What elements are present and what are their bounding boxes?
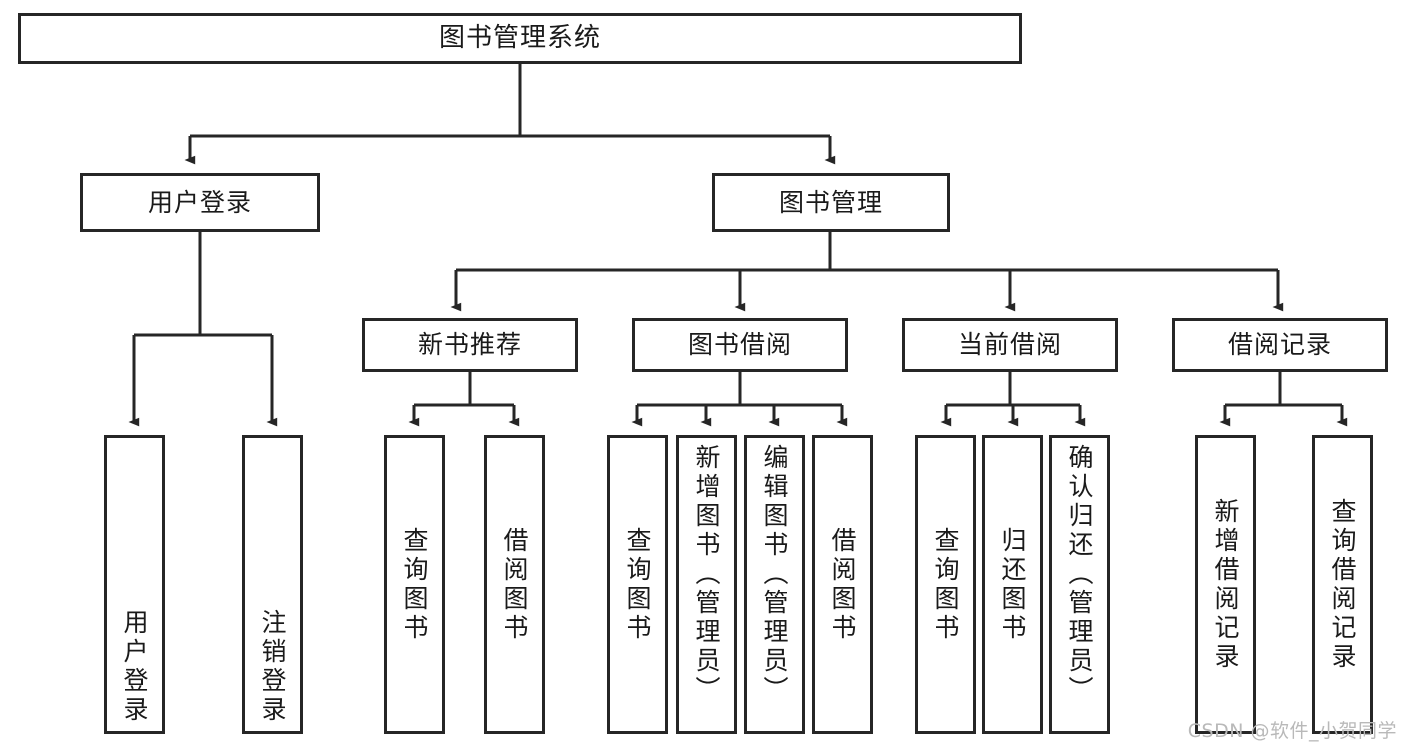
- node-label: 注销登录: [258, 609, 287, 725]
- leaf-current-borrow-0[interactable]: 查询图书: [915, 435, 976, 734]
- leaf-current-borrow-2[interactable]: 确认归还（管理员）: [1049, 435, 1110, 734]
- node-label: 借阅记录: [1227, 330, 1332, 359]
- node-label: 借阅图书: [828, 526, 857, 643]
- node-new-book-recommend[interactable]: 新书推荐: [362, 318, 578, 372]
- node-label: 新增借阅记录: [1211, 497, 1240, 672]
- node-borrow-record[interactable]: 借阅记录: [1172, 318, 1388, 372]
- node-book-management[interactable]: 图书管理: [712, 173, 950, 232]
- leaf-book-borrow-1[interactable]: 新增图书（管理员）: [676, 435, 737, 734]
- watermark-text: CSDN @软件_小贺同学: [1187, 720, 1397, 742]
- node-label: 查询图书: [931, 526, 960, 643]
- leaf-borrow-record-0[interactable]: 新增借阅记录: [1195, 435, 1256, 734]
- node-book-borrow[interactable]: 图书借阅: [632, 318, 848, 372]
- node-label: 借阅图书: [500, 526, 529, 643]
- leaf-user-login-0[interactable]: 用户登录: [104, 435, 165, 734]
- node-label: 图书借阅: [687, 330, 792, 359]
- leaf-user-login-1[interactable]: 注销登录: [242, 435, 303, 734]
- node-label: 图书管理: [778, 187, 883, 217]
- leaf-current-borrow-1[interactable]: 归还图书: [982, 435, 1043, 734]
- node-label: 新增图书（管理员）: [692, 444, 721, 705]
- node-label: 确认归还（管理员）: [1065, 444, 1094, 705]
- node-root-system[interactable]: 图书管理系统: [18, 13, 1022, 64]
- node-label: 用户登录: [120, 609, 149, 725]
- node-label: 新书推荐: [417, 330, 522, 359]
- node-label: 归还图书: [998, 526, 1027, 643]
- leaf-new-book-0[interactable]: 查询图书: [384, 435, 445, 734]
- leaf-book-borrow-0[interactable]: 查询图书: [607, 435, 668, 734]
- leaf-new-book-1[interactable]: 借阅图书: [484, 435, 545, 734]
- node-label: 当前借阅: [957, 330, 1062, 359]
- node-label: 用户登录: [147, 187, 252, 217]
- node-label: 编辑图书（管理员）: [760, 444, 789, 705]
- node-label: 查询借阅记录: [1328, 497, 1357, 672]
- node-label: 查询图书: [400, 526, 429, 643]
- node-current-borrow[interactable]: 当前借阅: [902, 318, 1118, 372]
- leaf-book-borrow-2[interactable]: 编辑图书（管理员）: [744, 435, 805, 734]
- node-label: 查询图书: [623, 526, 652, 643]
- leaf-borrow-record-1[interactable]: 查询借阅记录: [1312, 435, 1373, 734]
- leaf-book-borrow-3[interactable]: 借阅图书: [812, 435, 873, 734]
- node-user-login[interactable]: 用户登录: [80, 173, 320, 232]
- node-label: 图书管理系统: [438, 22, 601, 53]
